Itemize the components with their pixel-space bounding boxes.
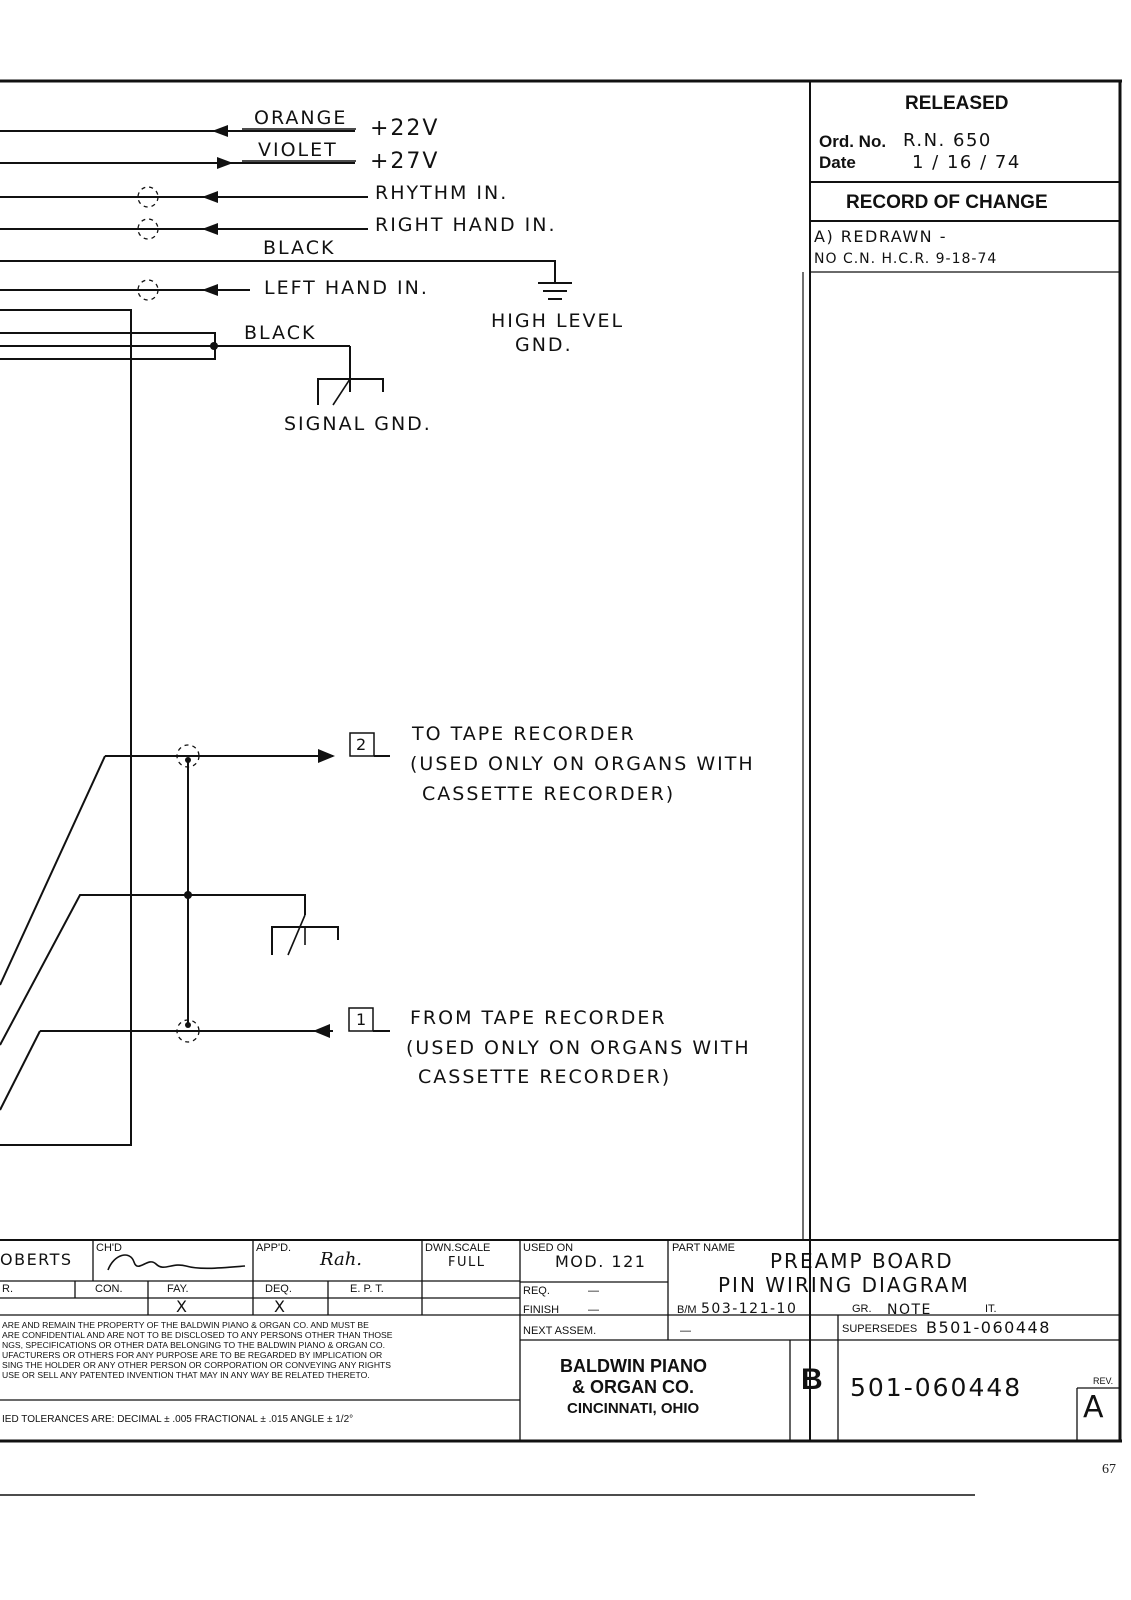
label-to-tape: TO TAPE RECORDER — [412, 723, 636, 745]
label-from-tape-note-2: CASSETTE RECORDER) — [418, 1066, 672, 1088]
tolerances: IED TOLERANCES ARE: DECIMAL ± .005 FRACT… — [2, 1414, 354, 1425]
junction-black — [210, 342, 218, 350]
label-high-level-gnd: GND. — [515, 334, 573, 356]
arrow-in-orange — [212, 125, 228, 137]
gr-label: GR. — [852, 1303, 872, 1315]
arrow-to-tape — [318, 749, 335, 763]
used-on-label: USED ON — [523, 1242, 574, 1254]
label-signal-gnd: SIGNAL GND. — [284, 413, 432, 435]
drawing-number: 501-060448 — [850, 1373, 1023, 1402]
legal-line-6: USE OR SELL ANY PATENTED INVENTION THAT … — [2, 1370, 370, 1380]
drawn-by: OBERTS — [0, 1250, 73, 1269]
rev-value: A — [1083, 1390, 1104, 1425]
label-from-tape: FROM TAPE RECORDER — [410, 1007, 667, 1029]
wire-black-1 — [0, 260, 556, 283]
junction-from-tape — [185, 1022, 191, 1028]
req-label: REQ. — [523, 1285, 550, 1297]
label-to-tape-note-2: CASSETTE RECORDER) — [422, 783, 676, 805]
mark-deq: X — [274, 1297, 287, 1316]
ord-no-value: R.N. 650 — [903, 130, 992, 151]
finish-label: FINISH — [523, 1304, 560, 1316]
connector-left-hand — [137, 279, 159, 301]
label-violet: VIOLET — [258, 139, 338, 161]
wire-from-tape-diag — [0, 1030, 41, 1111]
legal-line-4: UFACTURERS OR OTHERS FOR ANY PURPOSE ARE… — [2, 1350, 383, 1360]
date-value: 1 / 16 / 74 — [912, 152, 1021, 173]
page-number: 67 — [1102, 1462, 1116, 1477]
checker-signature — [107, 1254, 246, 1271]
dwn-scale-label: DWN.SCALE — [425, 1242, 491, 1254]
pin-2-number: 2 — [356, 735, 368, 754]
appd-signature: Rah. — [320, 1249, 363, 1270]
pin-box-1 — [348, 1007, 374, 1032]
legal-line-3: NGS, SPECIFICATIONS OR OTHER DATA BELONG… — [2, 1340, 385, 1350]
record-of-change-title: RECORD OF CHANGE — [846, 192, 1048, 213]
change-entry-a-detail: NO C.N. H.C.R. 9-18-74 — [814, 251, 998, 267]
dept-deq: DEQ. — [265, 1283, 292, 1295]
company-line-1: BALDWIN PIANO — [560, 1356, 707, 1376]
bm-value: 503-121-10 — [701, 1301, 798, 1317]
company-line-3: CINCINNATI, OHIO — [567, 1400, 700, 1417]
rev-label: REV. — [1093, 1376, 1114, 1386]
dept-fay: FAY. — [167, 1283, 189, 1295]
gr-value: NOTE — [887, 1302, 932, 1318]
signal-gnd-hatch — [332, 378, 351, 406]
legal-line-2: ARE CONFIDENTIAL AND ARE NOT TO BE DISCL… — [2, 1330, 393, 1340]
it-label: IT. — [985, 1303, 997, 1315]
supersedes-label: SUPERSEDES — [842, 1323, 918, 1335]
part-name-line-1: PREAMP BOARD — [770, 1249, 954, 1273]
label-black-1: BLACK — [263, 237, 336, 259]
pin-1-number: 1 — [356, 1010, 368, 1029]
arrow-out-violet — [217, 157, 233, 169]
part-name-line-2: PIN WIRING DIAGRAM — [718, 1273, 970, 1297]
mark-fay: X — [176, 1297, 189, 1316]
legal-line-5: SING THE HOLDER OR ANY OTHER PERSON OR C… — [2, 1360, 392, 1370]
junction-to-tape — [185, 757, 191, 763]
label-to-tape-note-1: (USED ONLY ON ORGANS WITH — [410, 753, 755, 775]
released-title: RELEASED — [905, 93, 1009, 114]
drawing-size: B — [801, 1363, 823, 1396]
dwn-scale-value: FULL — [448, 1255, 486, 1270]
company-line-2: & ORGAN CO. — [572, 1377, 695, 1397]
label-orange: ORANGE — [254, 107, 348, 129]
next-assem-label: NEXT ASSEM. — [523, 1325, 597, 1337]
arrow-in-right-hand — [202, 223, 218, 235]
label-plus-27v: +27V — [370, 149, 440, 174]
chkd-label: CH'D — [96, 1242, 122, 1254]
used-on-value: MOD. 121 — [555, 1252, 647, 1271]
supersedes-value: B501-060448 — [926, 1318, 1051, 1337]
arrow-from-tape — [313, 1024, 330, 1038]
wire-shield-gnd — [0, 894, 306, 1046]
dept-r: R. — [2, 1283, 13, 1295]
legal-line-1: ARE AND REMAIN THE PROPERTY OF THE BALDW… — [2, 1320, 369, 1330]
label-right-hand-in: RIGHT HAND IN. — [375, 214, 557, 236]
bm-label: B/M — [677, 1304, 697, 1316]
connector-from-tape — [176, 1019, 200, 1043]
label-plus-22v: +22V — [370, 116, 440, 141]
arrow-in-left-hand — [202, 284, 218, 296]
connector-rhythm — [137, 186, 159, 208]
change-entry-a: A) REDRAWN - — [814, 227, 948, 246]
label-from-tape-note-1: (USED ONLY ON ORGANS WITH — [406, 1037, 751, 1059]
next-assem-value: — — [680, 1325, 691, 1337]
dept-con: CON. — [95, 1283, 123, 1295]
appd-label: APP'D. — [256, 1242, 292, 1254]
label-black-2: BLACK — [244, 322, 317, 344]
arrow-in-rhythm — [202, 191, 218, 203]
pin-box-2 — [349, 732, 375, 757]
dept-ept: E. P. T. — [350, 1283, 384, 1295]
finish-value: — — [588, 1304, 599, 1316]
shield-gnd-hatch — [287, 914, 306, 956]
label-rhythm-in: RHYTHM IN. — [375, 182, 509, 204]
part-name-label: PART NAME — [672, 1242, 735, 1254]
req-value: — — [588, 1285, 599, 1297]
wire-to-tape-diag — [0, 755, 106, 986]
ord-no-label: Ord. No. — [819, 132, 887, 151]
label-high-level: HIGH LEVEL — [491, 310, 625, 332]
label-left-hand-in: LEFT HAND IN. — [264, 277, 429, 299]
connector-right-hand — [137, 218, 159, 240]
signal-gnd-chassis — [317, 378, 384, 405]
date-label: Date — [819, 153, 856, 172]
